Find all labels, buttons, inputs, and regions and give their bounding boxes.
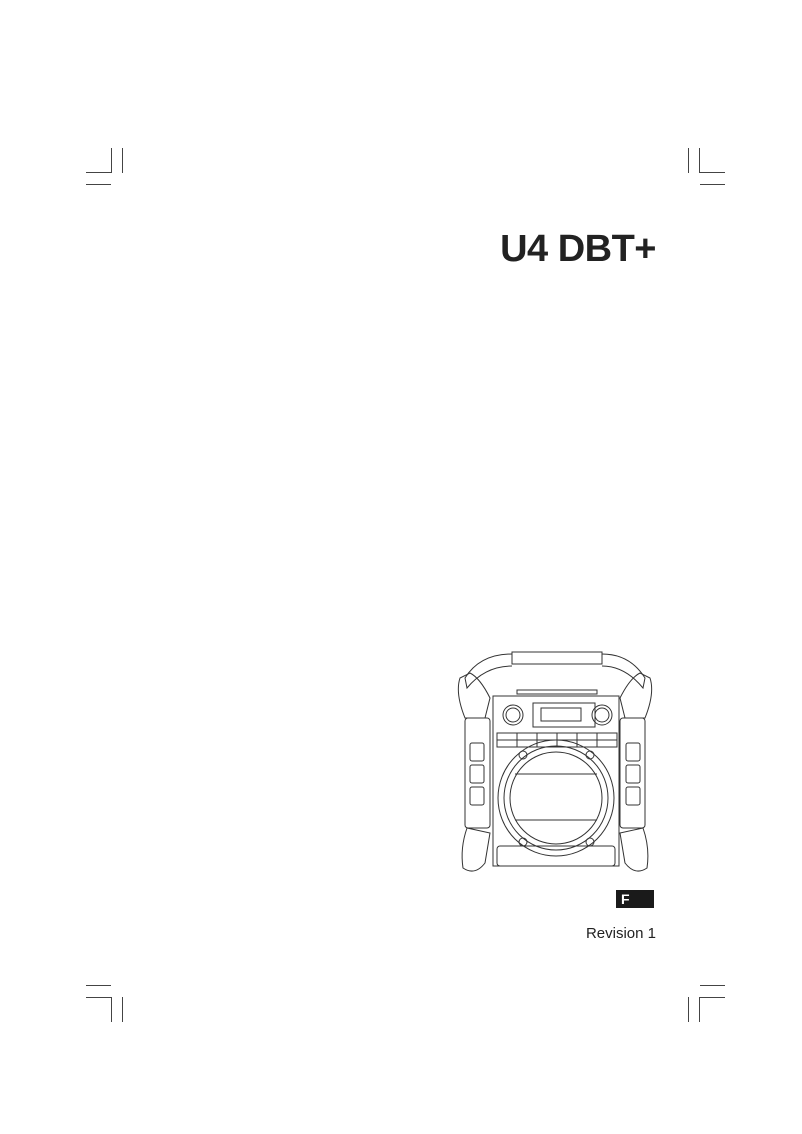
crop-mark	[122, 997, 123, 1022]
crop-mark	[86, 184, 111, 185]
model-title: U4 DBT+	[500, 228, 656, 270]
crop-mark	[688, 997, 689, 1022]
revision-label: Revision 1	[585, 925, 656, 942]
crop-mark	[86, 997, 112, 998]
crop-mark	[86, 985, 111, 986]
crop-mark	[699, 997, 725, 998]
crop-mark	[699, 148, 700, 173]
crop-mark	[699, 997, 700, 1022]
crop-mark	[111, 148, 112, 173]
crop-mark	[688, 148, 689, 173]
radio-product-illustration	[455, 648, 655, 883]
crop-mark	[111, 997, 112, 1022]
crop-mark	[700, 184, 725, 185]
crop-mark	[700, 985, 725, 986]
crop-mark	[122, 148, 123, 173]
crop-mark	[86, 172, 112, 173]
crop-mark	[699, 172, 725, 173]
language-tab: F	[616, 890, 654, 908]
